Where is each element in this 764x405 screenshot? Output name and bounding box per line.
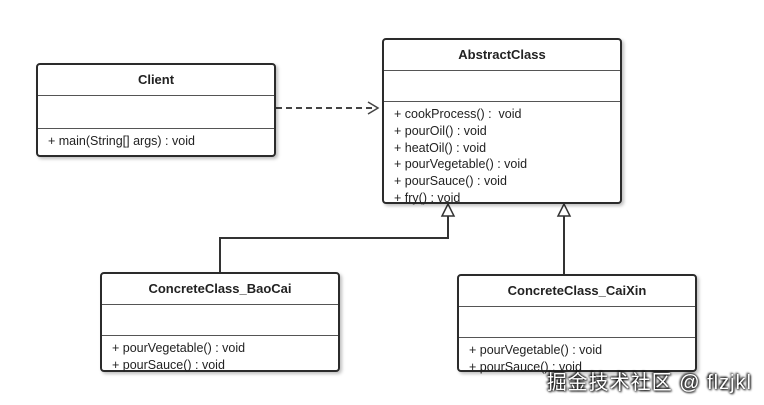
operations-compartment: + pourVegetable() : void + pourSauce() :…: [102, 336, 338, 378]
attributes-compartment: [102, 305, 338, 336]
dependency-arrowhead: [367, 101, 380, 115]
attributes-compartment: [384, 71, 620, 102]
generalization-line-baocai: [219, 215, 449, 272]
operation: + pourVegetable() : void: [394, 157, 528, 172]
operation: + pourVegetable() : void: [112, 341, 246, 355]
operation: + pourOil() : void: [394, 123, 487, 138]
class-name: AbstractClass: [384, 40, 620, 71]
attributes-compartment: [38, 96, 274, 129]
class-abstract[interactable]: AbstractClass + cookProcess() : void + p…: [382, 38, 622, 205]
operation: + fry() : void: [394, 190, 461, 205]
operations-compartment: + pourVegetable() : void + pourSauce() :…: [459, 338, 695, 380]
operation: + pourSauce() : void: [469, 359, 582, 374]
operation: + main(String[] args) : void: [48, 134, 195, 148]
generalization-arrowhead-baocai: [440, 202, 456, 217]
operation: + pourSauce() : void: [394, 174, 507, 189]
class-name: ConcreteClass_CaiXin: [459, 276, 695, 307]
operation: + pourSauce() : void: [112, 357, 225, 372]
generalization-arrowhead-caixin: [556, 202, 572, 217]
class-name: Client: [38, 65, 274, 96]
class-client[interactable]: Client + main(String[] args) : void: [36, 63, 276, 157]
watermark: 掘金技术社区 @ flzjkl: [546, 372, 752, 394]
operations-compartment: + main(String[] args) : void: [38, 129, 274, 154]
class-concrete-baocai[interactable]: ConcreteClass_BaoCai + pourVegetable() :…: [100, 272, 340, 372]
class-name: ConcreteClass_BaoCai: [102, 274, 338, 305]
operations-compartment: + cookProcess() : void + pourOil() : voi…: [384, 102, 620, 211]
operation: + pourVegetable() : void: [469, 343, 603, 357]
operation: + heatOil() : void: [394, 140, 487, 155]
attributes-compartment: [459, 307, 695, 338]
class-concrete-caixin[interactable]: ConcreteClass_CaiXin + pourVegetable() :…: [457, 274, 697, 374]
operation: + cookProcess() : void: [394, 107, 522, 121]
